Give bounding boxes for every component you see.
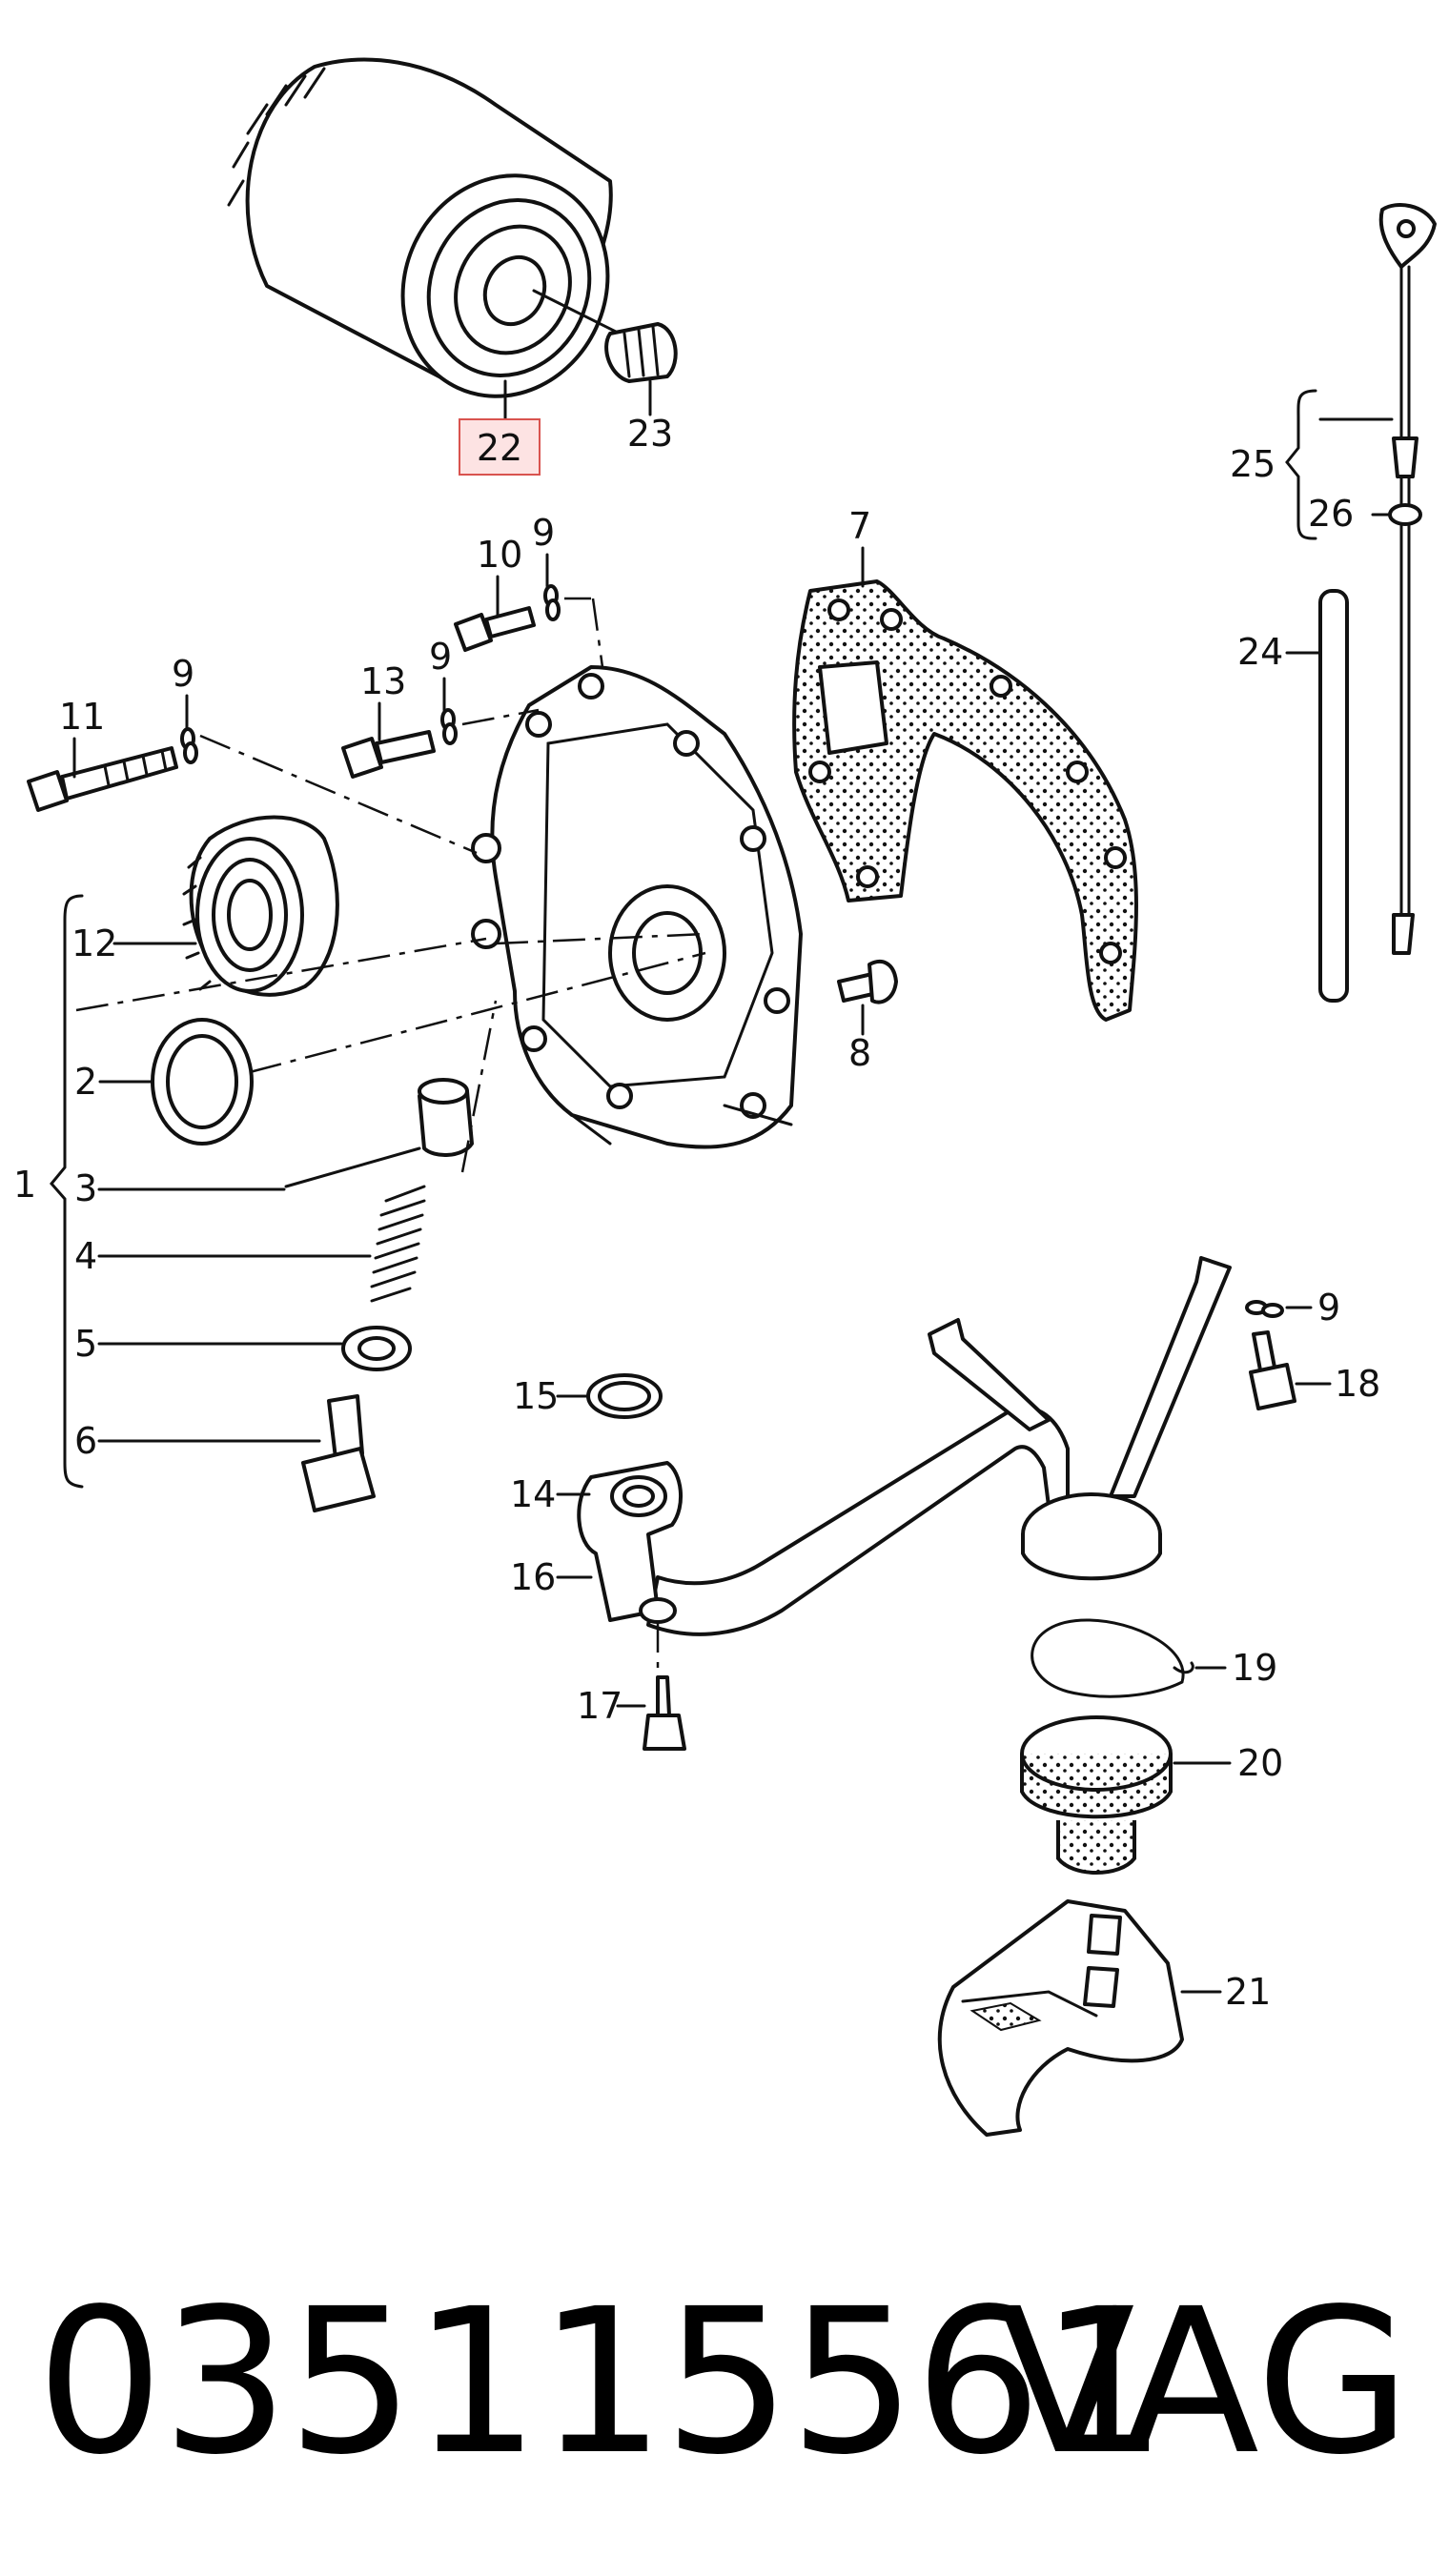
callout-7: 7	[848, 505, 871, 547]
washer-9c	[543, 584, 561, 621]
callout-25: 25	[1230, 443, 1276, 485]
spring-4	[370, 1185, 426, 1303]
flange-14	[577, 1461, 684, 1622]
part-number: 035115561	[36, 2265, 1167, 2499]
oil-pickup-pipe	[646, 1256, 1232, 1636]
callout-8: 8	[848, 1032, 871, 1074]
plug-6	[301, 1394, 376, 1512]
dipstick-tube	[1318, 589, 1349, 1003]
bolt-13	[341, 730, 436, 779]
washer-9b	[440, 708, 458, 745]
callout-10: 10	[477, 534, 522, 576]
strainer-20	[1020, 1715, 1173, 1875]
seal-ring-2	[151, 1018, 254, 1146]
gasket-16	[639, 1597, 677, 1624]
callout-24: 24	[1237, 631, 1283, 673]
callout-19: 19	[1232, 1647, 1277, 1689]
brand-name: VAG	[998, 2265, 1411, 2499]
footer: 035115561 VAG	[0, 2249, 1449, 2516]
bolt-8	[837, 960, 898, 1004]
callout-4: 4	[74, 1235, 97, 1277]
baffle-21	[937, 1899, 1184, 2137]
callout-16: 16	[510, 1556, 556, 1598]
callout-23: 23	[627, 413, 673, 455]
callout-9-a: 9	[172, 653, 194, 695]
exploded-parts-diagram: 22 23 25 26 24 7	[13, 57, 1437, 2137]
bolt-10	[454, 606, 536, 652]
oil-filter	[227, 57, 631, 398]
callout-22-highlighted[interactable]: 22	[459, 379, 541, 476]
callout-22: 22	[477, 427, 522, 469]
oring-15	[586, 1373, 663, 1419]
washer-9d	[1245, 1300, 1284, 1318]
oil-seal-12	[182, 815, 339, 997]
circlip-19	[1031, 1618, 1194, 1698]
callout-17: 17	[577, 1685, 622, 1727]
bolt-17	[643, 1675, 686, 1751]
callout-26: 26	[1308, 493, 1354, 535]
callout-6: 6	[74, 1420, 97, 1462]
dipstick	[1378, 203, 1437, 955]
callout-12: 12	[71, 923, 117, 964]
callout-21: 21	[1225, 1971, 1271, 2013]
piston-3	[418, 1078, 474, 1157]
callout-9-b: 9	[429, 636, 452, 678]
callout-14: 14	[510, 1473, 556, 1515]
callout-2: 2	[74, 1061, 97, 1103]
callout-5: 5	[74, 1323, 97, 1365]
callout-3: 3	[74, 1167, 97, 1209]
callout-18: 18	[1335, 1363, 1380, 1405]
washer-9a	[180, 727, 198, 764]
cover-gasket	[792, 579, 1138, 1022]
oil-pump-housing	[471, 665, 803, 1149]
callout-9-c: 9	[532, 512, 555, 554]
callout-9-d: 9	[1317, 1287, 1340, 1329]
callout-11: 11	[59, 696, 105, 738]
callout-1: 1	[13, 1164, 36, 1206]
bolt-11	[27, 746, 178, 812]
threaded-connector	[604, 322, 678, 383]
callout-20: 20	[1237, 1742, 1283, 1784]
callout-13: 13	[360, 660, 406, 702]
washer-5	[341, 1326, 412, 1371]
callout-15: 15	[513, 1375, 559, 1417]
bolt-18	[1249, 1330, 1296, 1410]
